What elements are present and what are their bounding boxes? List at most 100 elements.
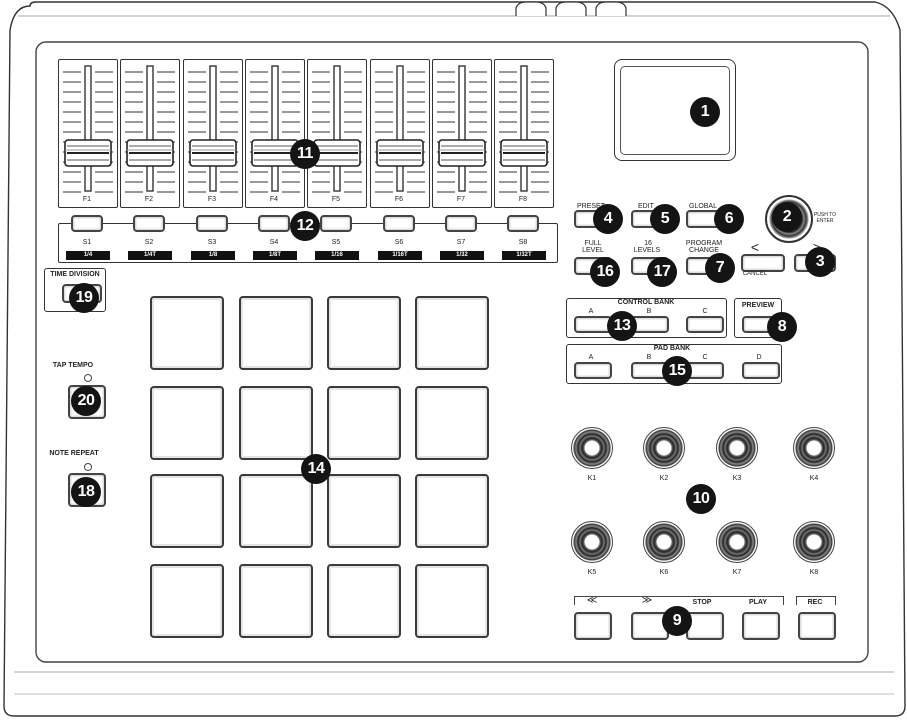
note-repeat-label: NOTE REPEAT	[49, 450, 99, 457]
fader-label-2: F2	[144, 196, 154, 203]
knob-2[interactable]	[643, 427, 685, 469]
fader-2[interactable]	[120, 59, 180, 208]
fader-label-7: F7	[456, 196, 466, 203]
pad-bank-a-button[interactable]	[574, 362, 612, 379]
s-button-label-7: S7	[456, 239, 466, 246]
knob-3[interactable]	[716, 427, 758, 469]
drum-pad-9[interactable]	[150, 474, 224, 548]
fader-4[interactable]	[245, 59, 305, 208]
control-bank-a-label: A	[588, 308, 594, 315]
knob-6[interactable]	[643, 521, 685, 563]
s-button-label-8: S8	[518, 239, 528, 246]
knob-label-8: K8	[809, 569, 819, 576]
control-bank-c-button[interactable]	[686, 316, 724, 333]
pad-bank-d-button[interactable]	[742, 362, 780, 379]
drum-pad-8[interactable]	[415, 386, 489, 460]
fader-6[interactable]	[370, 59, 430, 208]
drum-pad-14[interactable]	[239, 564, 313, 638]
pad-bank-label: PAD BANK	[648, 345, 696, 353]
s-button-6[interactable]	[383, 215, 415, 232]
fader-label-3: F3	[207, 196, 217, 203]
drum-pad-4[interactable]	[415, 296, 489, 370]
tap-tempo-led	[84, 374, 92, 382]
s-button-7[interactable]	[445, 215, 477, 232]
knob-1[interactable]	[571, 427, 613, 469]
knob-4[interactable]	[793, 427, 835, 469]
knob-8[interactable]	[793, 521, 835, 563]
s-button-5[interactable]	[320, 215, 352, 232]
fader-7[interactable]	[432, 59, 492, 208]
time-division-tag-1: 1/4	[66, 251, 110, 260]
sixteen-levels-label-2: LEVELS	[633, 247, 661, 254]
fader-1[interactable]	[58, 59, 118, 208]
s-button-3[interactable]	[196, 215, 228, 232]
fast-forward-label: ≫	[641, 595, 653, 606]
drum-pad-11[interactable]	[327, 474, 401, 548]
drum-pad-6[interactable]	[239, 386, 313, 460]
fader-5[interactable]	[307, 59, 367, 208]
drum-pad-16[interactable]	[415, 564, 489, 638]
time-division-tag-5: 1/16	[315, 251, 359, 260]
callout-7: 7	[705, 253, 735, 283]
rec-button[interactable]	[798, 612, 836, 640]
s-button-label-3: S3	[207, 239, 217, 246]
time-division-label: TIME DIVISION	[50, 271, 100, 278]
callout-1: 1	[690, 97, 720, 127]
left-arrow-label: <	[750, 239, 760, 255]
callout-19: 19	[69, 283, 99, 313]
callout-2: 2	[772, 202, 802, 232]
knob-label-5: K5	[587, 569, 597, 576]
s-button-2[interactable]	[133, 215, 165, 232]
cursor-left-button[interactable]	[741, 254, 785, 272]
note-repeat-led	[84, 463, 92, 471]
s-button-label-4: S4	[269, 239, 279, 246]
knob-7[interactable]	[716, 521, 758, 563]
fader-label-1: F1	[82, 196, 92, 203]
pad-bank-b-label: B	[646, 354, 652, 361]
drum-pad-7[interactable]	[327, 386, 401, 460]
drum-pad-1[interactable]	[150, 296, 224, 370]
play-label: PLAY	[748, 599, 768, 606]
lcd-display-inner	[620, 66, 730, 155]
time-division-tag-3: 1/8	[191, 251, 235, 260]
knob-5[interactable]	[571, 521, 613, 563]
callout-8: 8	[767, 312, 797, 342]
lcd-display	[614, 59, 736, 161]
s-button-4[interactable]	[258, 215, 290, 232]
full-level-label-1: FULL	[584, 240, 602, 247]
program-change-label-2: CHANGE	[689, 247, 719, 254]
push-to-enter-label-2: ENTER	[816, 218, 834, 224]
fader-3[interactable]	[183, 59, 243, 208]
callout-14: 14	[301, 454, 331, 484]
callout-3: 3	[805, 247, 835, 277]
drum-pad-2[interactable]	[239, 296, 313, 370]
callout-12: 12	[290, 211, 320, 241]
callout-15: 15	[662, 356, 692, 386]
callout-5: 5	[650, 204, 680, 234]
preset-label: PRESET	[576, 203, 605, 210]
drum-pad-13[interactable]	[150, 564, 224, 638]
drum-pad-10[interactable]	[239, 474, 313, 548]
s-button-1[interactable]	[71, 215, 103, 232]
drum-pad-3[interactable]	[327, 296, 401, 370]
knob-label-7: K7	[732, 569, 742, 576]
stop-button[interactable]	[686, 612, 724, 640]
program-change-label-1: PROGRAM	[685, 240, 723, 247]
fader-label-5: F5	[331, 196, 341, 203]
callout-11: 11	[290, 139, 320, 169]
fader-8[interactable]	[494, 59, 554, 208]
callout-20: 20	[71, 386, 101, 416]
fader-label-8: F8	[518, 196, 528, 203]
full-level-label-2: LEVEL	[582, 247, 604, 254]
drum-pad-12[interactable]	[415, 474, 489, 548]
play-button[interactable]	[742, 612, 780, 640]
pad-bank-a-label: A	[588, 354, 594, 361]
drum-pad-15[interactable]	[327, 564, 401, 638]
rec-label: REC	[807, 599, 823, 606]
tap-tempo-label: TAP TEMPO	[52, 362, 94, 369]
rewind-button[interactable]	[574, 612, 612, 640]
s-button-8[interactable]	[507, 215, 539, 232]
callout-9: 9	[662, 606, 692, 636]
drum-pad-5[interactable]	[150, 386, 224, 460]
s-button-label-1: S1	[82, 239, 92, 246]
